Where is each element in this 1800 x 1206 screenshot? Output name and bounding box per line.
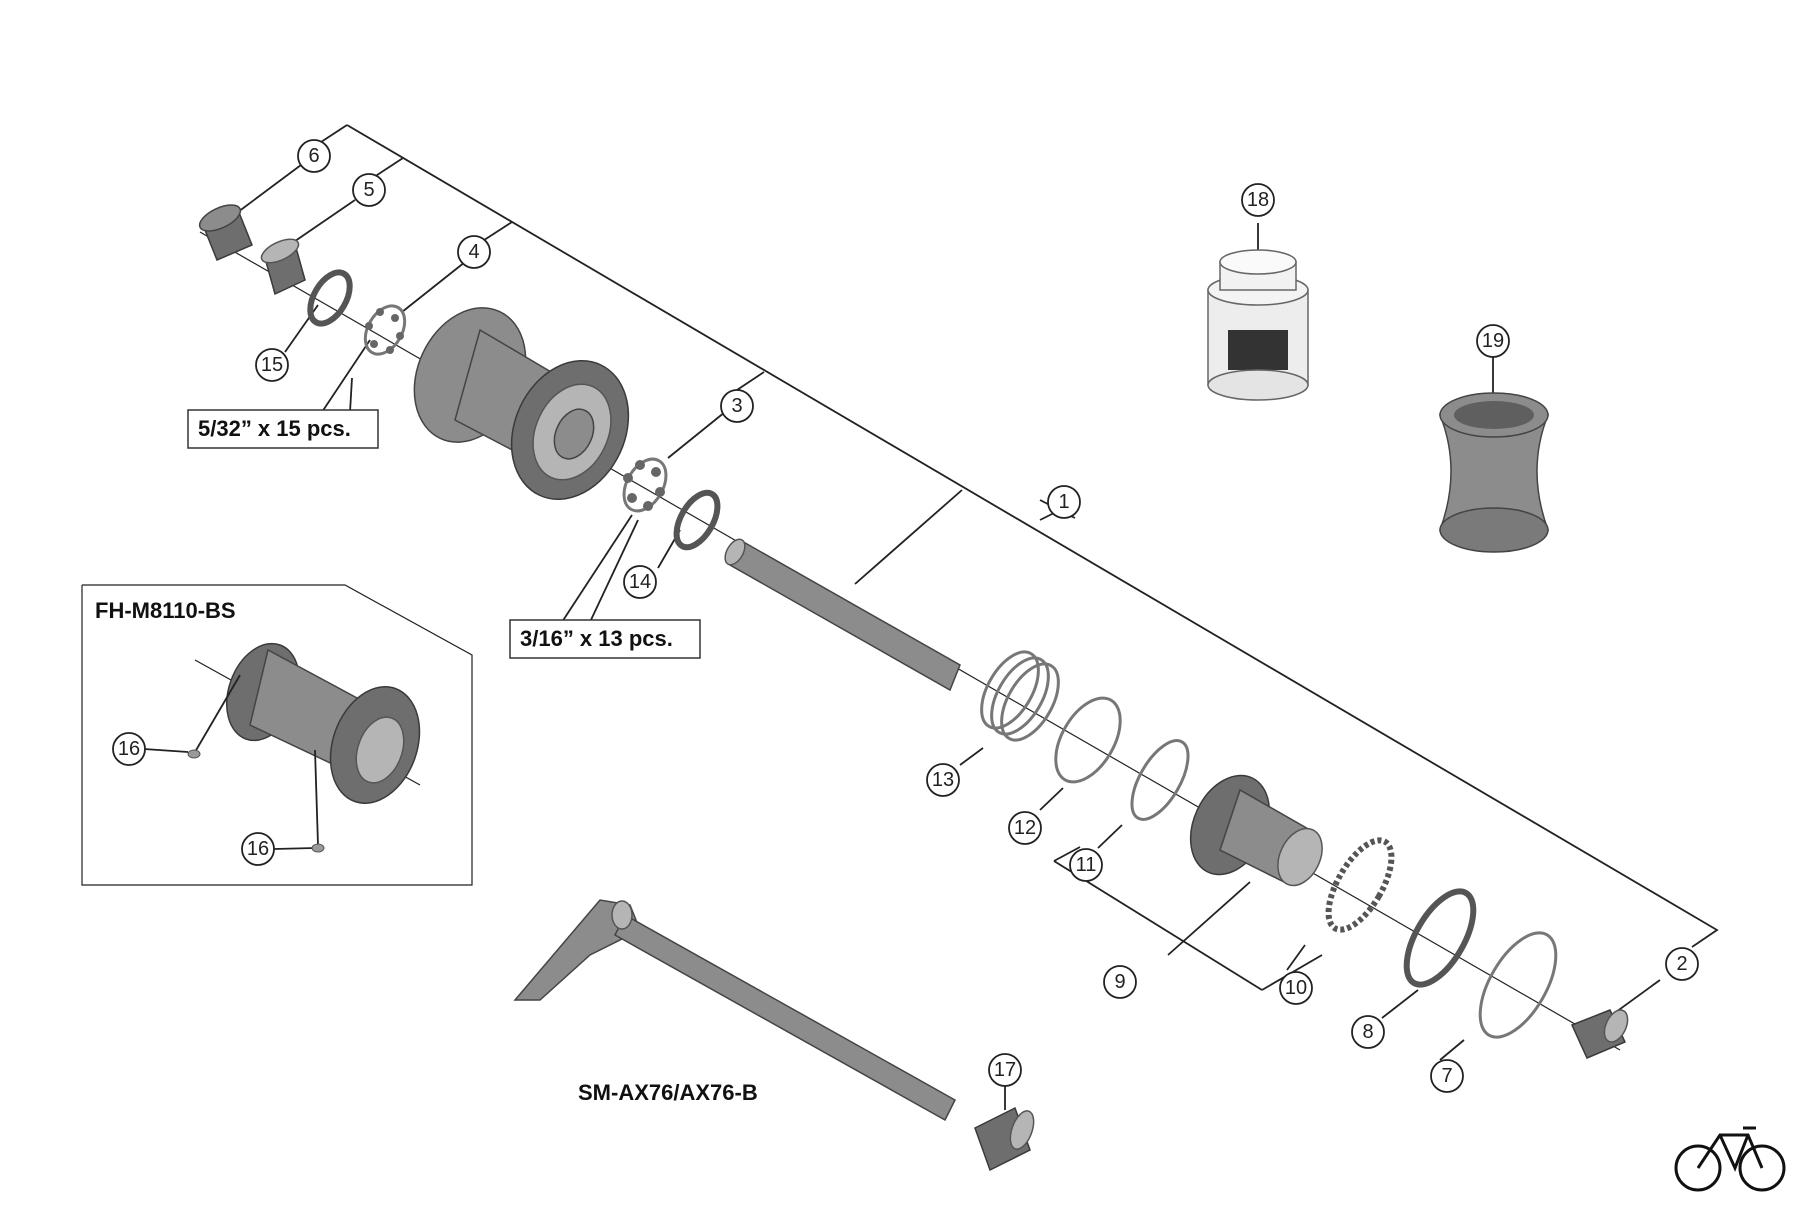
callout-5: 5 [352,173,386,207]
callout-15: 15 [255,348,289,382]
svg-text:19: 19 [1482,330,1504,352]
svg-text:4: 4 [468,241,479,263]
svg-text:5: 5 [363,179,374,201]
washer-15 [307,269,353,327]
callout-16a: 16 [112,732,146,766]
callout-19: 19 [1476,324,1510,358]
svg-text:14: 14 [629,571,651,593]
spring [980,650,1060,742]
svg-text:7: 7 [1441,1065,1452,1087]
lock-nut [260,238,306,296]
ball-count-label-rear: 5/32” x 15 pcs. [187,409,379,449]
callout-4: 4 [457,235,491,269]
callout-2: 2 [1665,947,1699,981]
freehub-body [1189,774,1323,887]
svg-text:9: 9 [1114,971,1125,993]
leader-lines [143,161,1661,1110]
callout-3: 3 [720,389,754,423]
washer-14 [673,489,721,551]
callout-1: 1 [1047,485,1081,519]
end-cap-right [1570,1009,1629,1059]
thru-axle [513,899,956,1122]
callout-14: 14 [623,565,657,599]
callout-10: 10 [1279,971,1313,1005]
seal-8 [1403,888,1477,988]
svg-text:13: 13 [932,769,954,791]
svg-text:6: 6 [308,145,319,167]
svg-text:16: 16 [247,838,269,860]
axle-model-label: SM-AX76/AX76-B [578,1080,758,1105]
ball-retainer-rear [363,304,407,356]
inset-box [81,584,473,886]
callout-13: 13 [926,763,960,797]
hub-axle [724,538,961,692]
callout-6: 6 [297,139,331,173]
hub-body [413,307,630,501]
callout-9: 9 [1103,965,1137,999]
spacer-tool [1438,392,1550,553]
svg-text:18: 18 [1247,189,1269,211]
svg-text:8: 8 [1362,1021,1373,1043]
end-cap-left [198,204,253,261]
callout-12: 12 [1008,811,1042,845]
bicycle-logo-icon [1674,1126,1786,1192]
callout-11: 11 [1069,848,1103,882]
svg-text:11: 11 [1076,854,1097,876]
svg-text:17: 17 [994,1059,1016,1081]
assembly-bracket [317,124,1719,948]
callout-7: 7 [1430,1059,1464,1093]
svg-text:15: 15 [261,354,283,376]
svg-text:12: 12 [1014,817,1036,839]
svg-text:3: 3 [731,395,742,417]
axle-nut [974,1106,1035,1172]
ratchet-ring [1325,837,1395,933]
ball-retainer-front [622,457,668,513]
svg-text:10: 10 [1285,977,1307,999]
callout-8: 8 [1351,1015,1385,1049]
ball-count-text-front: 3/16” x 13 pcs. [520,626,673,651]
callout-17: 17 [988,1053,1022,1087]
ball-count-label-front: 3/16” x 13 pcs. [509,619,701,659]
callout-18: 18 [1241,183,1275,217]
svg-text:1: 1 [1058,491,1069,513]
ring-11 [1130,739,1190,821]
spring-ring-12 [1054,696,1122,784]
svg-text:2: 2 [1676,953,1687,975]
ball-count-text-rear: 5/32” x 15 pcs. [198,416,351,441]
ring-7 [1478,931,1558,1039]
svg-text:16: 16 [118,738,140,760]
grease-jar [1207,249,1309,401]
inset-model-label: FH-M8110-BS [95,598,236,623]
callout-16b: 16 [241,832,275,866]
